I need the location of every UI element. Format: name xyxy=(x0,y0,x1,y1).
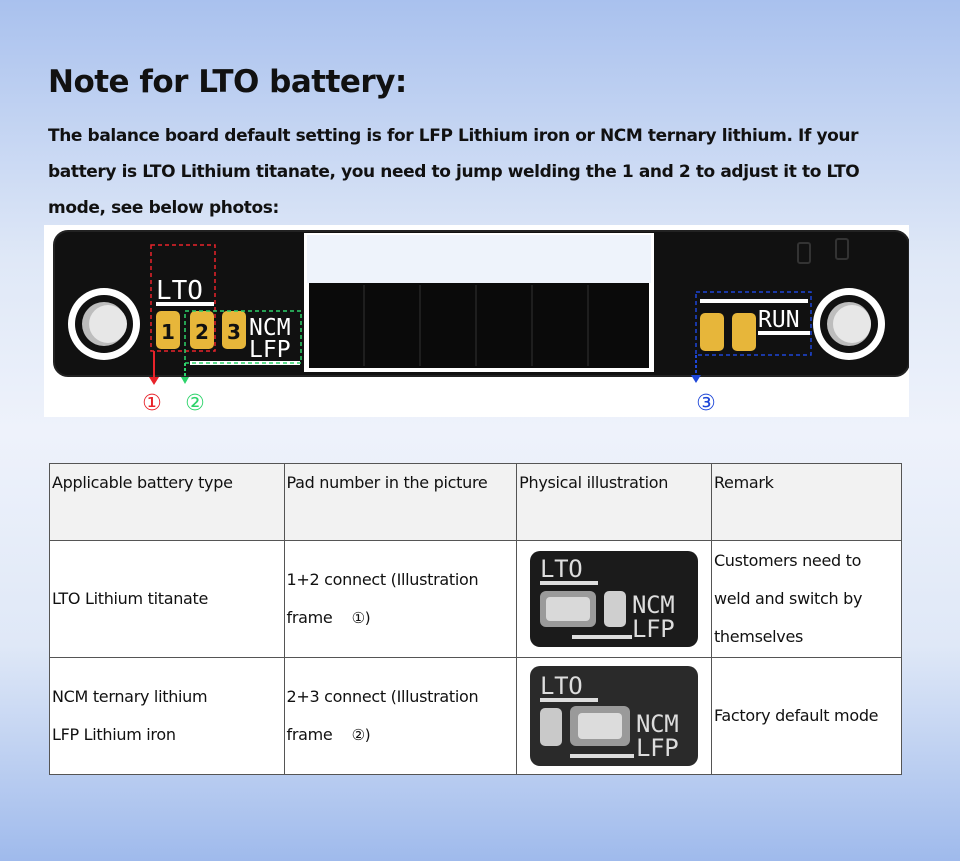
silk-ncm: NCM xyxy=(249,315,291,341)
pad-ref: ①) xyxy=(351,609,371,627)
center-connector xyxy=(304,233,654,372)
run-pads xyxy=(700,313,756,351)
pad-3-label: 3 xyxy=(227,320,241,344)
frame-1 xyxy=(150,244,216,352)
cell-battery-type: LTO Lithium titanate xyxy=(49,540,285,658)
cell-remark: Factory default mode xyxy=(710,657,903,775)
cell-remark: Customers need to weld and switch by the… xyxy=(710,540,903,658)
pad-ref: ②) xyxy=(351,726,371,744)
default-mode-photo: LTO NCM LFP xyxy=(530,666,699,766)
pad-text-line1: 1+2 connect (Illustration xyxy=(286,570,479,589)
battery-line2: LFP Lithium iron xyxy=(52,725,176,744)
silk-lto: LTO xyxy=(156,276,203,306)
photo-silk-lto: LTO xyxy=(540,672,582,700)
pad-text-line2: frame xyxy=(286,725,333,744)
photo-silk-lfp: LFP xyxy=(632,615,674,643)
intro-paragraph: The balance board default setting is for… xyxy=(48,126,860,218)
balance-board-photo: LTO 1 2 3 NCM LFP RUN xyxy=(44,225,909,417)
page-title: Note for LTO battery: xyxy=(48,64,407,100)
battery-line1: NCM ternary lithium xyxy=(52,687,208,706)
photo-silk-ncm: NCM xyxy=(636,710,678,738)
right-mount-hole xyxy=(813,288,885,360)
cell-illustration: LTO NCM LFP xyxy=(516,540,712,658)
marker-3: ③ xyxy=(696,391,716,416)
header-remark: Remark xyxy=(710,463,903,541)
photo-silk-lto: LTO xyxy=(540,555,582,583)
cell-battery-type: NCM ternary lithium LFP Lithium iron xyxy=(49,657,285,775)
table-row: NCM ternary lithium LFP Lithium iron 2+3… xyxy=(49,657,903,775)
header-illustration: Physical illustration xyxy=(516,463,712,541)
lto-mode-photo: LTO NCM LFP xyxy=(530,551,699,647)
header-pad-number: Pad number in the picture xyxy=(283,463,518,541)
mode-table: Applicable battery type Pad number in th… xyxy=(49,463,903,775)
table-row: LTO Lithium titanate 1+2 connect (Illust… xyxy=(49,540,903,658)
silk-lfp: LFP xyxy=(249,337,291,363)
photo-silk-lfp: LFP xyxy=(636,734,678,762)
table-header-row: Applicable battery type Pad number in th… xyxy=(49,463,903,541)
pad-text-line2: frame xyxy=(286,608,333,627)
cell-illustration: LTO NCM LFP xyxy=(516,657,712,775)
marker-2: ② xyxy=(185,391,205,416)
silk-run: RUN xyxy=(758,307,800,333)
frame-3 xyxy=(695,291,812,356)
pad-1-label: 1 xyxy=(161,320,175,344)
jumper-pads: 1 2 3 xyxy=(156,311,246,349)
frame-2 xyxy=(184,310,302,364)
pad-2-label: 2 xyxy=(195,320,209,344)
photo-silk-ncm: NCM xyxy=(632,591,674,619)
pad-text-line1: 2+3 connect (Illustration xyxy=(286,687,479,706)
cell-pad-number: 2+3 connect (Illustration frame ②) xyxy=(283,657,518,775)
header-battery-type: Applicable battery type xyxy=(49,463,285,541)
marker-1: ① xyxy=(142,391,162,416)
cell-pad-number: 1+2 connect (Illustration frame ①) xyxy=(283,540,518,658)
left-mount-hole xyxy=(68,288,140,360)
